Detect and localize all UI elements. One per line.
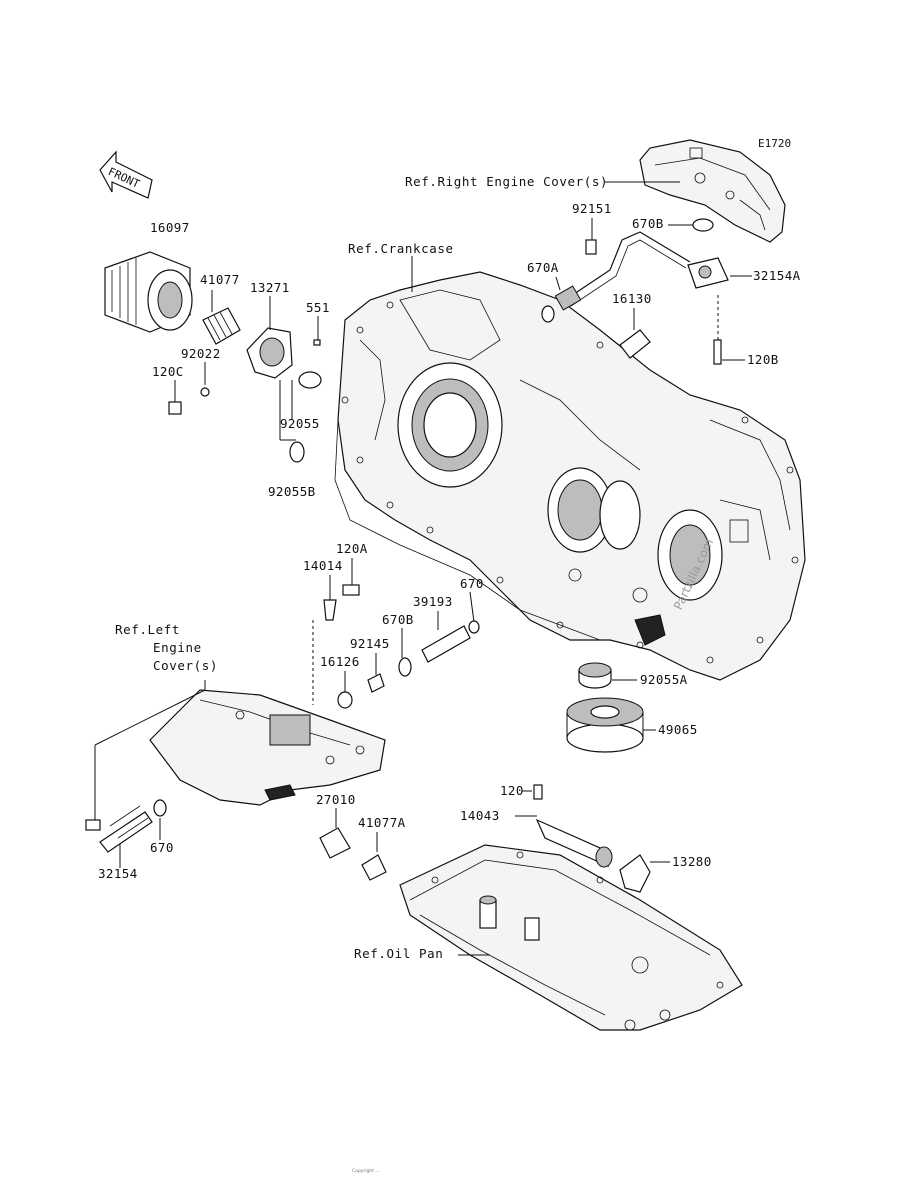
ref-left-cover-2: Engine: [153, 640, 202, 655]
o-ring-670-mid: [468, 620, 480, 634]
part-551: 551: [306, 300, 330, 315]
ref-crankcase: Ref.Crankcase: [348, 241, 454, 256]
part-16097: 16097: [150, 220, 190, 235]
part-14043: 14043: [460, 808, 500, 823]
leader-left-cover-2: [94, 689, 206, 746]
bolt-120: [533, 784, 543, 800]
o-ring-670-low: [153, 799, 167, 817]
leader-670-mid: [469, 591, 475, 623]
part-92055B: 92055B: [268, 484, 316, 499]
washer-92022: [200, 387, 210, 397]
part-92055: 92055: [280, 416, 320, 431]
ref-left-cover-1: Ref.Left: [115, 622, 180, 637]
plug-16126: [337, 691, 353, 709]
leader-670A: [555, 276, 561, 291]
pipe-14043: [535, 818, 613, 868]
part-670A: 670A: [527, 260, 559, 275]
part-39193: 39193: [413, 594, 453, 609]
gasket-13280: [619, 854, 651, 893]
part-41077A: 41077A: [358, 815, 406, 830]
part-120: 120: [500, 783, 524, 798]
oil-filter: [104, 251, 193, 333]
pin-551: [313, 339, 321, 346]
part-32154A: 32154A: [753, 268, 801, 283]
front-arrow-icon: FRONT: [99, 150, 153, 199]
oil-filter-fitting: [202, 307, 241, 345]
right-engine-cover: [639, 139, 786, 243]
bolt-92151: [585, 239, 597, 255]
ref-oil-pan: Ref.Oil Pan: [354, 946, 443, 961]
oil-filter-housing: [246, 327, 293, 379]
oil-pan: [399, 844, 743, 1031]
bolt-120C: [168, 401, 182, 415]
part-92145: 92145: [350, 636, 390, 651]
part-92022: 92022: [181, 346, 221, 361]
bolt-32154: [85, 819, 101, 831]
part-13271: 13271: [250, 280, 290, 295]
part-32154: 32154: [98, 866, 138, 881]
bolt-120A: [342, 584, 360, 596]
ref-right-cover: Ref.Right Engine Cover(s): [405, 174, 608, 189]
ref-left-cover-3: Cover(s): [153, 658, 218, 673]
part-670B-top: 670B: [632, 216, 664, 231]
o-ring-670A: [541, 305, 555, 323]
part-120A: 120A: [336, 541, 368, 556]
part-16130: 16130: [612, 291, 652, 306]
pipe-32154: [99, 805, 153, 853]
oil-strainer-49065: [566, 697, 644, 753]
footer-copyright: Copyright ...: [352, 1168, 380, 1174]
part-13280: 13280: [672, 854, 712, 869]
part-670-mid: 670: [460, 576, 484, 591]
fitting-16130: [619, 329, 651, 359]
part-120B: 120B: [747, 352, 779, 367]
o-ring-92055B: [289, 441, 305, 463]
o-ring-92055: [298, 371, 322, 389]
o-ring-670B-mid: [398, 657, 412, 677]
crankcase: [334, 271, 806, 681]
bracket-14014: [323, 599, 337, 621]
part-120C: 120C: [152, 364, 184, 379]
pipe-39193: [421, 625, 471, 663]
o-ring-670B-top: [692, 218, 714, 232]
part-16126: 16126: [320, 654, 360, 669]
diagram-code: E1720: [758, 137, 791, 150]
part-670B-mid: 670B: [382, 612, 414, 627]
part-49065: 49065: [658, 722, 698, 737]
fitting-41077A: [361, 854, 387, 881]
part-14014: 14014: [303, 558, 343, 573]
part-41077: 41077: [200, 272, 240, 287]
spring-92145: [367, 673, 385, 693]
part-27010: 27010: [316, 792, 356, 807]
pipe-flange-32154A: [687, 257, 729, 289]
part-92055A: 92055A: [640, 672, 688, 687]
oil-pipe: [554, 231, 691, 311]
part-92151: 92151: [572, 201, 612, 216]
bolt-120B: [713, 339, 722, 365]
switch-27010: [319, 827, 351, 859]
left-engine-cover: [149, 689, 386, 806]
oil-strainer-cap-92055A: [578, 662, 612, 689]
part-670-low: 670: [150, 840, 174, 855]
